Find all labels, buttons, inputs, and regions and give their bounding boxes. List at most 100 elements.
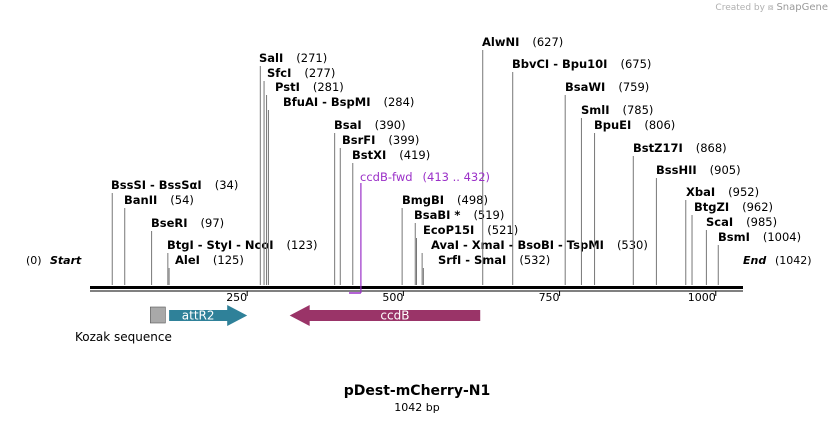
enzyme-name: SfcI (267, 66, 291, 80)
site-label: BtgI - StyI - NcoI(123) (167, 238, 317, 252)
site-label: BtgZI (962) (694, 200, 773, 214)
enzyme-site[interactable]: AvaI - XmaI - BsoBI - TspMI(530) (421, 238, 648, 285)
feature-box (150, 306, 166, 324)
enzyme-site[interactable]: AleI(125) (168, 253, 244, 285)
enzyme-site[interactable]: SalI (271) (259, 51, 327, 285)
site-label: BsaWI(759) (565, 80, 649, 94)
enzyme-site[interactable]: BsrFI (399) (339, 133, 419, 285)
site-position: (905) (710, 163, 741, 177)
site-label: SfcI (277) (267, 66, 335, 80)
enzyme-site[interactable]: AlwNI(627) (482, 35, 563, 285)
site-position: (399) (388, 133, 419, 147)
feature-label: attR2 (182, 309, 215, 323)
enzyme-site[interactable]: EcoP15I(521) (416, 223, 519, 285)
site-label: ScaI (985) (706, 215, 777, 229)
enzyme-site[interactable]: BanII(54) (124, 193, 194, 285)
plasmid-name: pDest-mCherry-N1 (343, 383, 491, 399)
site-position: (962) (742, 200, 773, 214)
feature-attr2[interactable]: attR2 (169, 305, 248, 326)
site-position: (1004) (763, 230, 801, 244)
enzyme-name: PstI (275, 80, 300, 94)
enzyme-site[interactable]: PstI (281) (266, 80, 344, 285)
enzyme-site[interactable]: BseRI(97) (151, 216, 224, 285)
site-position: (277) (304, 66, 335, 80)
site-label: XbaI(952) (686, 185, 759, 199)
site-label: BssSI - BssSαI(34) (111, 178, 238, 192)
site-label: BsrFI (399) (342, 133, 419, 147)
backbone-line-lower (90, 290, 743, 292)
enzyme-site[interactable]: BsaBI *(519) (414, 208, 504, 285)
site-position: (271) (296, 51, 327, 65)
feature-kozak-sequence[interactable]: Kozak sequence (75, 306, 172, 344)
enzyme-name: BmgBI (402, 193, 444, 207)
ruler-tick-label: 1000 (688, 291, 716, 304)
enzyme-site[interactable]: BtgI - StyI - NcoI(123) (167, 238, 317, 285)
site-position: (985) (746, 215, 777, 229)
site-position: (532) (519, 253, 550, 267)
ruler-tick-label: 500 (382, 291, 403, 304)
site-label: SmlI(785) (581, 103, 653, 117)
snapgene-credit: Created by ⧇ SnapGene (715, 2, 828, 13)
site-label: BseRI(97) (151, 216, 224, 230)
enzyme-site[interactable]: BssSI - BssSαI(34) (111, 178, 238, 285)
enzyme-site[interactable]: BsaWI(759) (564, 80, 649, 285)
credit-brand: SnapGene (776, 2, 828, 13)
site-position: (806) (644, 118, 675, 132)
enzyme-name: ScaI (706, 215, 733, 229)
enzyme-site[interactable]: BbvCI - Bpu10I(675) (512, 57, 651, 285)
site-label: SrfI - SmaI(532) (438, 253, 550, 267)
site-label: BsaI (390) (334, 118, 406, 132)
enzyme-site[interactable]: SmlI(785) (580, 103, 653, 285)
enzyme-name: AleI (175, 253, 200, 267)
enzyme-site[interactable]: BfuAI - BspMI(284) (267, 95, 414, 285)
enzyme-name: BseRI (151, 216, 188, 230)
site-label: AlwNI(627) (482, 35, 563, 49)
end-number: (1042) (775, 254, 812, 267)
ruler-tick-label: 250 (226, 291, 247, 304)
enzyme-site[interactable]: BmgBI (498) (401, 193, 488, 285)
primer-label: ccdB-fwd(413 .. 432) (360, 170, 490, 184)
site-label: BsmI(1004) (718, 230, 801, 244)
site-position: (868) (696, 141, 727, 155)
sequence-backbone (90, 286, 743, 292)
enzyme-site[interactable]: BstXI(419) (352, 148, 430, 285)
enzyme-name: BtgZI (694, 200, 729, 214)
enzyme-name: BssHII (656, 163, 697, 177)
enzyme-site[interactable]: BsmI(1004) (717, 230, 801, 285)
feature-label: Kozak sequence (75, 330, 172, 344)
site-label: AvaI - XmaI - BsoBI - TspMI(530) (431, 238, 648, 252)
site-position: (785) (623, 103, 654, 117)
enzyme-name: BsaI (334, 118, 362, 132)
enzyme-name: BbvCI - Bpu10I (512, 57, 607, 71)
enzyme-name: XbaI (686, 185, 715, 199)
enzyme-name: BsrFI (342, 133, 375, 147)
site-position: (123) (287, 238, 318, 252)
site-label: BfuAI - BspMI(284) (283, 95, 414, 109)
site-position: (281) (313, 80, 344, 94)
enzyme-name: BsaWI (565, 80, 605, 94)
site-position: (498) (457, 193, 488, 207)
site-position: (34) (215, 178, 239, 192)
start-number: (0) (26, 254, 42, 267)
enzyme-site[interactable]: SrfI - SmaI(532) (422, 253, 550, 285)
site-label: BpuEI(806) (594, 118, 675, 132)
feature-arrow (169, 305, 248, 326)
enzyme-site[interactable]: BstZ17I(868) (632, 141, 727, 285)
enzyme-site[interactable]: BsaI (390) (334, 118, 406, 285)
enzyme-site[interactable]: BssHII (905) (655, 163, 741, 285)
enzyme-name: AlwNI (482, 35, 519, 49)
enzyme-site[interactable]: BtgZI (962) (691, 200, 773, 285)
enzyme-name: SalI (259, 51, 283, 65)
site-label: BanII(54) (124, 193, 194, 207)
primer-ccdb-fwd[interactable]: ccdB-fwd(413 .. 432) (349, 170, 490, 294)
feature-ccdb[interactable]: ccdB (289, 305, 481, 326)
enzyme-site[interactable]: ScaI (985) (705, 215, 777, 285)
site-position: (390) (375, 118, 406, 132)
primer: ccdB-fwd(413 .. 432) (349, 170, 490, 294)
enzyme-site[interactable]: SfcI (277) (263, 66, 335, 285)
enzyme-sites: BssSI - BssSαI(34)BanII(54) BseRI(97) BtgI… (111, 35, 801, 285)
enzyme-site[interactable]: BpuEI(806) (594, 118, 675, 285)
enzyme-site[interactable]: XbaI(952) (685, 185, 759, 285)
site-label: BssHII (905) (656, 163, 741, 177)
